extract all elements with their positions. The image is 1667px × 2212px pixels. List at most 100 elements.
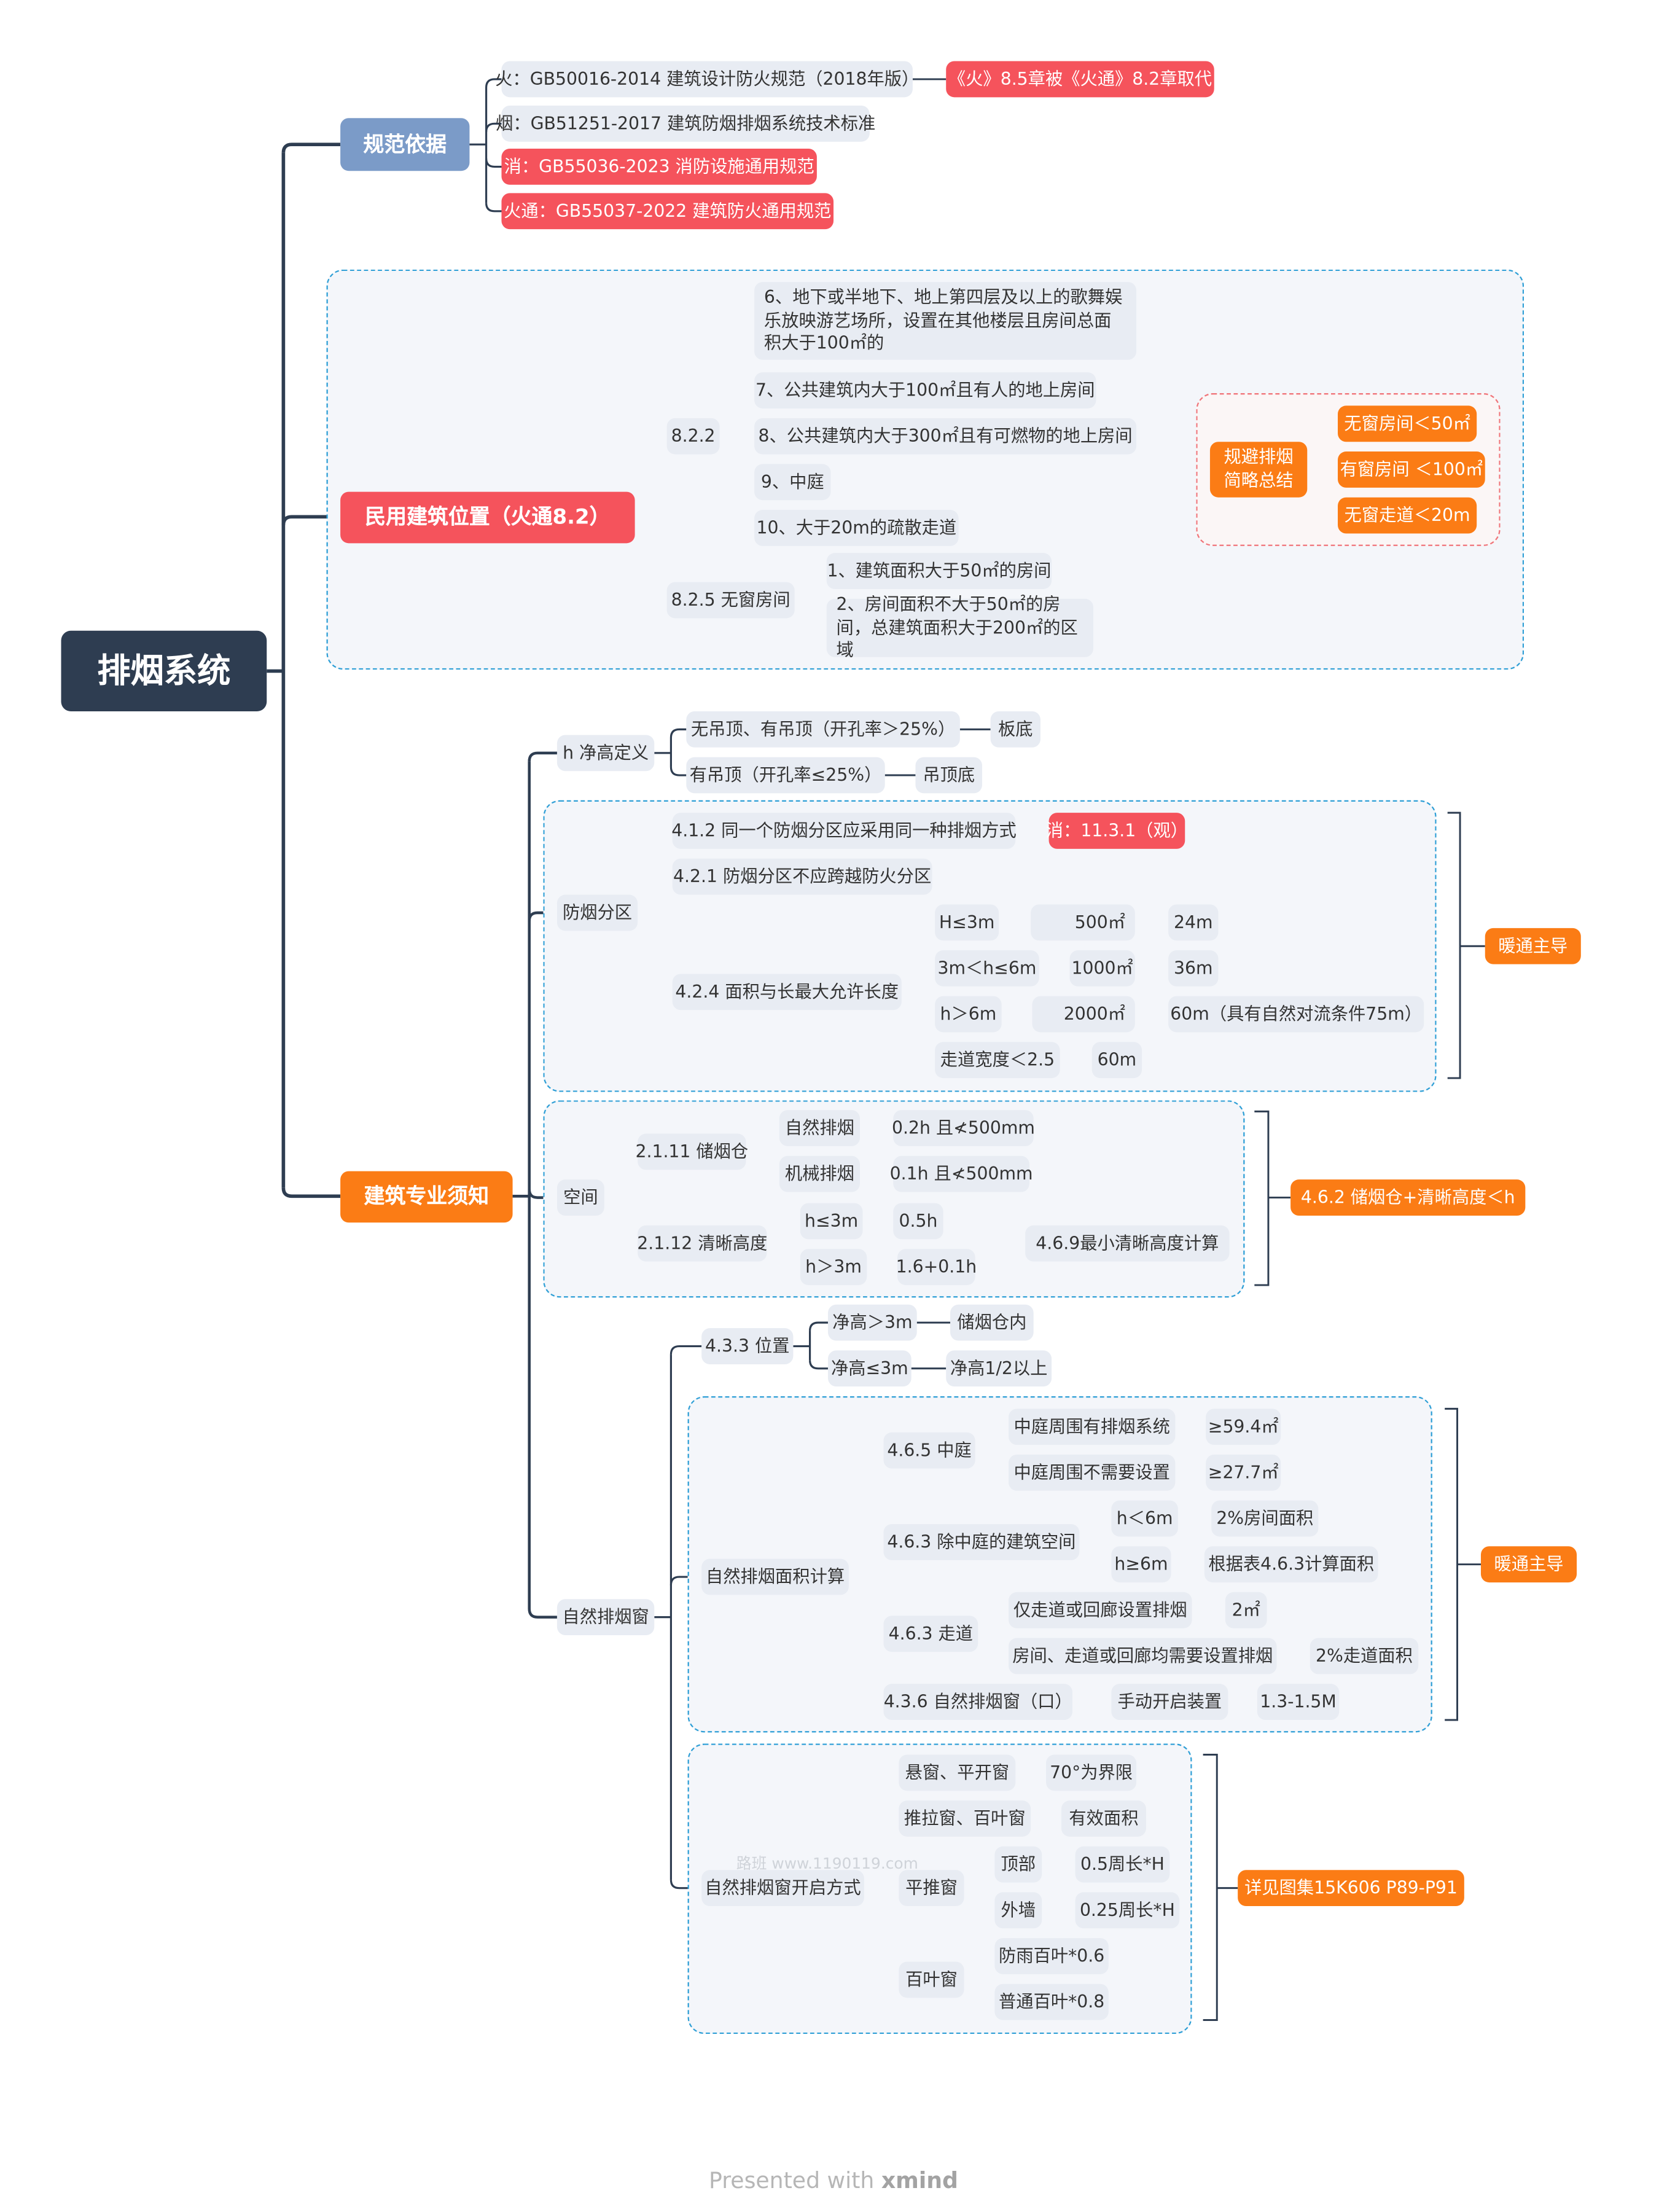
clear-low[interactable]: h≤3m	[800, 1203, 863, 1240]
open-sliding[interactable]: 推拉窗、百叶窗	[899, 1800, 1031, 1837]
s825-item-2[interactable]: 2、房间面积不大于50㎡的房间，总建筑面积大于200㎡的区域	[826, 593, 1093, 660]
zone-lead[interactable]: 暖通主导	[1485, 928, 1581, 964]
a463b-all[interactable]: 房间、走道或回廊均需要设置排烟	[1008, 1638, 1277, 1675]
a465-without-value[interactable]: ≥27.7㎡	[1206, 1454, 1281, 1491]
a463b-corridor[interactable]: 仅走道或回廊设置排烟	[1008, 1592, 1192, 1628]
open-sliding-value[interactable]: 有效面积	[1061, 1800, 1146, 1837]
s825-item-1[interactable]: 1、建筑面积大于50㎡的房间	[826, 553, 1052, 589]
push-top-value[interactable]: 0.5周长*H	[1075, 1846, 1170, 1883]
area-node[interactable]: 自然排烟面积计算	[701, 1558, 849, 1595]
clear-low-value[interactable]: 0.5h	[893, 1203, 943, 1240]
h-def-result-2[interactable]: 吊顶底	[915, 757, 983, 794]
store-natural-value[interactable]: 0.2h 且≮500mm	[892, 1110, 1035, 1146]
zone-row1-length[interactable]: 24m	[1168, 904, 1219, 941]
s822-node[interactable]: 8.2.2	[666, 418, 720, 455]
s2112-node[interactable]: 2.1.12 清晰高度	[637, 1225, 767, 1262]
basis-item-huotong[interactable]: 火通：GB55037-2022 建筑防火通用规范	[501, 193, 834, 230]
a463a-high-value[interactable]: 根据表4.6.3计算面积	[1204, 1546, 1378, 1583]
h-def-case-1[interactable]: 无吊顶、有吊顶（开孔率＞25%）	[686, 711, 960, 748]
h-def-node[interactable]: h 净高定义	[556, 735, 655, 772]
basis-item-xiao[interactable]: 消：GB55036-2023 消防设施通用规范	[501, 149, 817, 185]
summary-node[interactable]: 规避排烟简略总结	[1209, 442, 1308, 498]
basis-item-fire[interactable]: 火：GB50016-2014 建筑设计防火规范（2018年版）	[495, 61, 919, 98]
clear-high[interactable]: h＞3m	[800, 1249, 867, 1286]
open-hung[interactable]: 悬窗、平开窗	[899, 1754, 1016, 1791]
a463b-all-value[interactable]: 2%走道面积	[1310, 1638, 1419, 1675]
push-wall-value[interactable]: 0.25周长*H	[1075, 1892, 1180, 1929]
area-lead[interactable]: 暖通主导	[1480, 1546, 1577, 1583]
a436-device[interactable]: 手动开启装置	[1111, 1684, 1228, 1720]
a421-node[interactable]: 4.2.1 防烟分区不应跨越防火分区	[672, 858, 932, 895]
zone-corridor-length[interactable]: 60m	[1091, 1042, 1142, 1079]
a463a-low-value[interactable]: 2%房间面积	[1211, 1500, 1319, 1537]
connector	[1203, 1754, 1218, 2021]
s822-item-6[interactable]: 6、地下或半地下、地上第四层及以上的歌舞娱乐放映游艺场所，设置在其他楼层且房间总…	[754, 282, 1137, 360]
connector	[528, 751, 557, 762]
s822-item-8[interactable]: 8、公共建筑内大于300㎡且有可燃物的地上房间	[754, 418, 1137, 455]
basis-item-smoke[interactable]: 烟：GB51251-2017 建筑防烟排烟系统技术标准	[496, 105, 875, 142]
summary-item-1[interactable]: 无窗房间＜50㎡	[1338, 405, 1477, 442]
open-hung-value[interactable]: 70°为界限	[1046, 1754, 1137, 1791]
connector	[1445, 1407, 1458, 1721]
pos-high-value[interactable]: 储烟仓内	[950, 1304, 1034, 1341]
s822-item-10[interactable]: 10、大于20m的疏散走道	[754, 510, 959, 546]
zone-node[interactable]: 防烟分区	[556, 894, 638, 931]
louver-rain[interactable]: 防雨百叶*0.6	[994, 1938, 1109, 1974]
summary-item-3[interactable]: 无窗走道＜20m	[1338, 497, 1477, 534]
a465-with-value[interactable]: ≥59.4㎡	[1206, 1409, 1281, 1445]
connector	[670, 767, 687, 776]
root-topic[interactable]: 排烟系统	[61, 630, 267, 711]
store-mechanical[interactable]: 机械排烟	[779, 1155, 860, 1192]
a463b-node[interactable]: 4.6.3 走道	[883, 1616, 978, 1652]
h-def-case-2[interactable]: 有吊顶（开孔率≤25%）	[686, 757, 885, 794]
a465-node[interactable]: 4.6.5 中庭	[883, 1432, 975, 1469]
louver-normal[interactable]: 普通百叶*0.8	[994, 1983, 1109, 2020]
a436-height[interactable]: 1.3-1.5M	[1257, 1684, 1340, 1720]
clear-calc[interactable]: 4.6.9最小清晰高度计算	[1025, 1225, 1230, 1262]
a463a-low[interactable]: h＜6m	[1111, 1500, 1178, 1537]
push-node[interactable]: 平推窗	[899, 1870, 964, 1907]
space-lead[interactable]: 4.6.2 储烟仓+清晰高度＜h	[1290, 1179, 1526, 1216]
a463a-node[interactable]: 4.6.3 除中庭的建筑空间	[883, 1524, 1080, 1560]
store-natural[interactable]: 自然排烟	[779, 1110, 860, 1146]
zone-row3-area[interactable]: 2000㎡	[1032, 996, 1135, 1033]
pos-low-value[interactable]: 净高1/2以上	[946, 1350, 1052, 1387]
open-node[interactable]: 自然排烟窗开启方式	[701, 1870, 864, 1907]
basis-topic[interactable]: 规范依据	[340, 118, 470, 171]
push-wall[interactable]: 外墙	[994, 1892, 1042, 1929]
a424-node[interactable]: 4.2.4 面积与长最大允许长度	[672, 974, 902, 1010]
clear-high-value[interactable]: 1.6+0.1h	[896, 1249, 977, 1286]
h-def-result-1[interactable]: 板底	[990, 711, 1041, 748]
s825-node[interactable]: 8.2.5 无窗房间	[666, 582, 795, 619]
s2111-node[interactable]: 2.1.11 储烟仓	[635, 1133, 748, 1170]
zone-row2-length[interactable]: 36m	[1168, 950, 1219, 987]
a412-note[interactable]: 消：11.3.1（观）	[1046, 813, 1188, 849]
a463a-high[interactable]: h≥6m	[1111, 1546, 1171, 1583]
a465-without[interactable]: 中庭周围不需要设置	[1008, 1454, 1176, 1491]
basis-note[interactable]: 《火》8.5章被《火通》8.2章取代	[946, 61, 1214, 98]
zone-row3-length[interactable]: 60m（具有自然对流条件75m）	[1168, 996, 1424, 1033]
zone-corridor-width[interactable]: 走道宽度＜2.5	[935, 1042, 1060, 1079]
arch-topic[interactable]: 建筑专业须知	[340, 1171, 513, 1223]
store-mechanical-value[interactable]: 0.1h 且≮500mm	[890, 1155, 1033, 1192]
civil-topic[interactable]: 民用建筑位置（火通8.2）	[340, 491, 635, 544]
s822-item-7[interactable]: 7、公共建筑内大于100㎡且有人的地上房间	[754, 372, 1096, 408]
pos-low[interactable]: 净高≤3m	[827, 1350, 912, 1387]
space-node[interactable]: 空间	[556, 1179, 604, 1216]
push-top[interactable]: 顶部	[994, 1846, 1042, 1883]
open-lead[interactable]: 详见图集15K606 P89-P91	[1238, 1870, 1464, 1907]
zone-row1-area[interactable]: 500㎡	[1031, 904, 1135, 941]
a412-node[interactable]: 4.1.2 同一个防烟分区应采用同一种排烟方式	[671, 813, 1017, 849]
zone-row2-height[interactable]: 3m＜h≤6m	[935, 950, 1039, 987]
a436-node[interactable]: 4.3.6 自然排烟窗（口）	[883, 1684, 1073, 1720]
louver-node[interactable]: 百叶窗	[899, 1961, 964, 1998]
zone-row2-area[interactable]: 1000㎡	[1069, 950, 1135, 987]
s822-item-9[interactable]: 9、中庭	[754, 464, 831, 501]
zone-row3-height[interactable]: h＞6m	[935, 996, 1002, 1033]
a465-with[interactable]: 中庭周围有排烟系统	[1008, 1409, 1176, 1445]
a463b-corridor-value[interactable]: 2㎡	[1225, 1592, 1267, 1628]
pos-high[interactable]: 净高＞3m	[827, 1304, 917, 1341]
zone-row1-height[interactable]: H≤3m	[935, 904, 999, 941]
summary-item-2[interactable]: 有窗房间 ＜100㎡	[1338, 451, 1485, 488]
window-node[interactable]: 自然排烟窗	[556, 1599, 655, 1636]
